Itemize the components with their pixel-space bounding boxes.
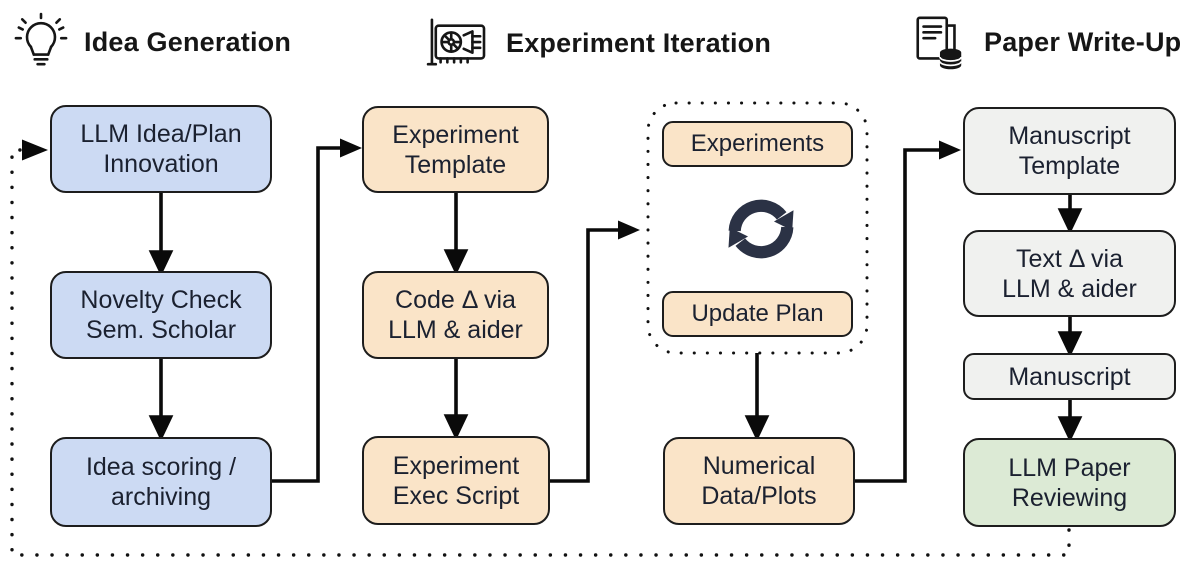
node-code-delta: Code Δ via LLM & aider xyxy=(362,271,549,359)
node-text-delta: Text Δ via LLM & aider xyxy=(963,230,1176,317)
paper-database-icon xyxy=(916,16,963,70)
connector-exec-to-loop xyxy=(550,228,620,483)
section-header-paper-writeup: Paper Write-Up xyxy=(910,12,1181,72)
arrowhead xyxy=(340,138,362,158)
arrowhead xyxy=(1057,331,1083,358)
arrowhead xyxy=(148,250,174,277)
node-llm-idea-plan-innovation: LLM Idea/Plan Innovation xyxy=(50,105,272,193)
node-experiment-template: Experiment Template xyxy=(362,106,549,193)
section-title: Experiment Iteration xyxy=(506,27,772,58)
arrowhead xyxy=(148,415,174,442)
node-llm-paper-reviewing: LLM Paper Reviewing xyxy=(963,438,1176,527)
arrowhead xyxy=(443,249,469,276)
arrowhead xyxy=(1057,208,1083,235)
cycle-refresh-icon xyxy=(714,181,808,282)
connector-numerical-to-manuscript xyxy=(855,148,941,483)
section-title: Idea Generation xyxy=(84,26,292,57)
node-experiments: Experiments xyxy=(662,121,853,167)
arrowhead xyxy=(939,140,961,160)
section-header-idea-generation: Idea Generation xyxy=(14,12,291,72)
feedback-loop-arrowhead xyxy=(22,139,48,161)
arrowhead xyxy=(1057,416,1083,443)
section-header-experiment-iteration: Experiment Iteration xyxy=(424,16,771,70)
node-manuscript-template: Manuscript Template xyxy=(963,107,1176,195)
node-idea-scoring: Idea scoring / archiving xyxy=(50,437,272,527)
arrowhead xyxy=(744,415,770,442)
node-numerical-data-plots: Numerical Data/Plots xyxy=(663,437,855,525)
node-update-plan: Update Plan xyxy=(662,291,853,337)
node-novelty-check: Novelty Check Sem. Scholar xyxy=(50,271,272,359)
node-experiment-exec-script: Experiment Exec Script xyxy=(362,436,550,525)
arrowhead xyxy=(443,414,469,441)
gpu-icon xyxy=(426,18,486,66)
connector-ideascoring-to-template xyxy=(272,146,342,483)
lightbulb-icon xyxy=(14,12,68,66)
node-manuscript: Manuscript xyxy=(963,353,1176,400)
section-title: Paper Write-Up xyxy=(984,26,1182,57)
arrowhead xyxy=(618,220,640,240)
feedback-loop-dotted-path xyxy=(10,148,1071,557)
